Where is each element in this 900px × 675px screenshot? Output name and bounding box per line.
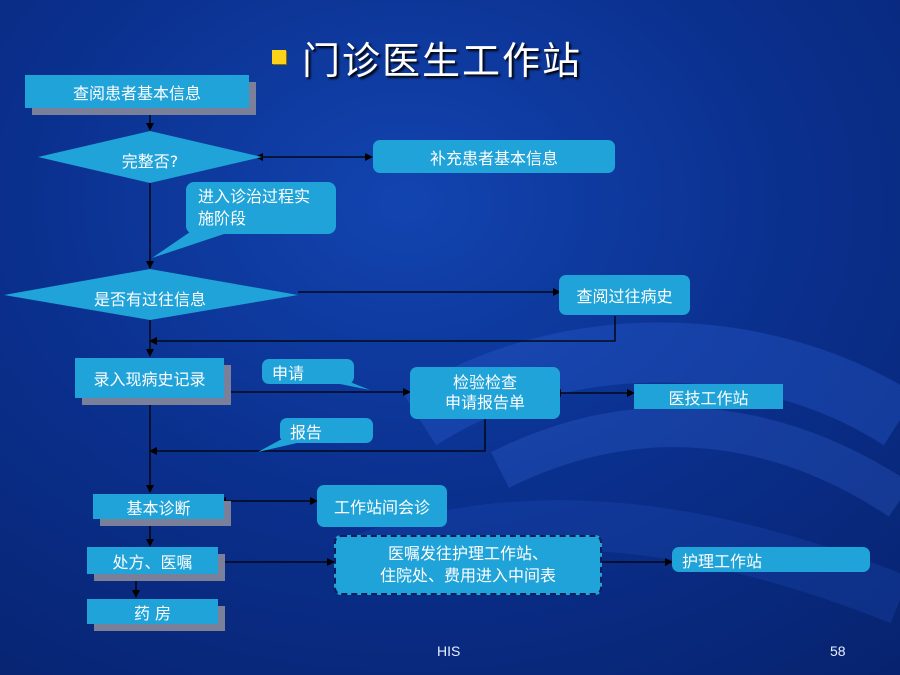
enter-treatment-callout: 进入诊治过程实施阶段 bbox=[186, 182, 336, 234]
apply-label-box: 申请 bbox=[262, 359, 354, 384]
diamond-complete bbox=[38, 131, 262, 183]
enter-treatment-text: 进入诊治过程实施阶段 bbox=[198, 187, 311, 228]
exam-line-2: 申请报告单 bbox=[444, 393, 525, 412]
exam-line-1: 检验检查 bbox=[452, 373, 517, 392]
basic-diagnosis-box: 基本诊断 bbox=[93, 494, 224, 519]
diamond-has-history bbox=[4, 269, 298, 320]
pharmacy-box: 药 房 bbox=[87, 599, 218, 624]
callout-tail-enter bbox=[152, 232, 230, 258]
footer-center-text: HIS bbox=[437, 643, 461, 659]
orders-line-1: 医嘱发往护理工作站、 bbox=[387, 544, 548, 563]
supplement-info-box: 补充患者基本信息 bbox=[373, 140, 615, 173]
line-view-back bbox=[149, 316, 616, 345]
history-question-label: 是否有过往信息 bbox=[93, 290, 206, 309]
callout-tail-apply bbox=[330, 382, 370, 390]
medtech-station-box: 医技工作站 bbox=[634, 384, 783, 409]
complete-question-label: 完整否? bbox=[121, 152, 179, 171]
nursing-station-box: 护理工作站 bbox=[672, 547, 870, 572]
report-label-box: 报告 bbox=[280, 418, 373, 443]
consultation-box: 工作站间会诊 bbox=[317, 485, 447, 527]
enter-record-box: 录入现病史记录 bbox=[75, 358, 224, 398]
prescription-box: 处方、医嘱 bbox=[87, 547, 218, 574]
title-bullet-icon bbox=[272, 50, 286, 64]
slide-title: 门诊医生工作站 bbox=[272, 32, 583, 83]
callout-tail-report bbox=[258, 440, 310, 452]
exam-request-box: 检验检查 申请报告单 bbox=[410, 367, 560, 419]
view-patient-info-box: 查阅患者基本信息 bbox=[25, 75, 249, 108]
orders-dispatch-box: 医嘱发往护理工作站、 住院处、费用进入中间表 bbox=[334, 535, 602, 595]
view-history-box: 查阅过往病史 bbox=[559, 275, 690, 315]
orders-line-2: 住院处、费用进入中间表 bbox=[379, 566, 556, 585]
page-number: 58 bbox=[830, 643, 846, 659]
title-text: 门诊医生工作站 bbox=[302, 38, 583, 83]
